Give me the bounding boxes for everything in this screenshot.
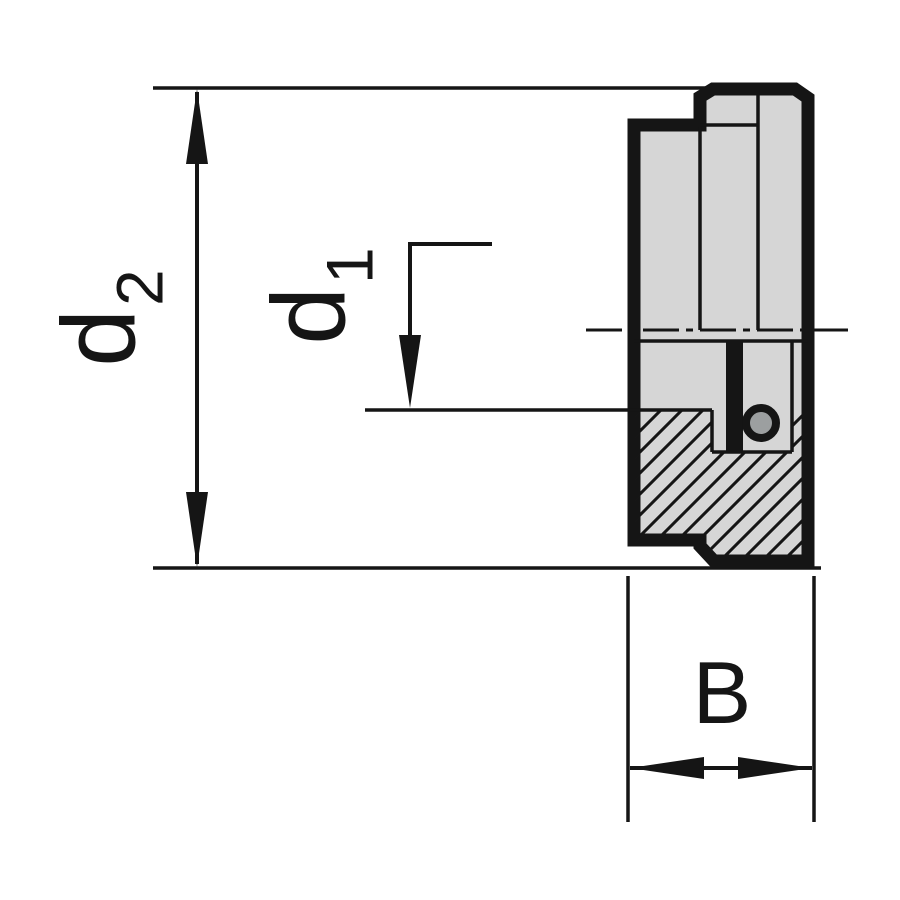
hatched-section (634, 410, 808, 556)
d2-arrow-down-icon (186, 492, 208, 567)
dimension-d2 (186, 89, 208, 567)
part-cross-section (627, 82, 815, 568)
d1-symbol-text: d (251, 286, 368, 345)
slot-section-bar (726, 341, 743, 452)
label-d1: d1 (252, 247, 387, 345)
dimension-d1 (365, 242, 712, 412)
b-arrow-left-icon (630, 757, 704, 779)
d1-arrow-down-icon (399, 335, 421, 408)
dimension-b (626, 576, 816, 822)
o-ring-section (742, 404, 780, 442)
b-symbol-text: B (692, 643, 752, 742)
label-d2: d2 (42, 269, 177, 367)
d2-subscript-text: 2 (102, 269, 177, 306)
d2-symbol-text: d (41, 308, 158, 367)
b-arrow-right-icon (738, 757, 812, 779)
d1-subscript-text: 1 (312, 247, 387, 284)
d2-arrow-up-icon (186, 89, 208, 164)
label-b: B (693, 649, 752, 737)
